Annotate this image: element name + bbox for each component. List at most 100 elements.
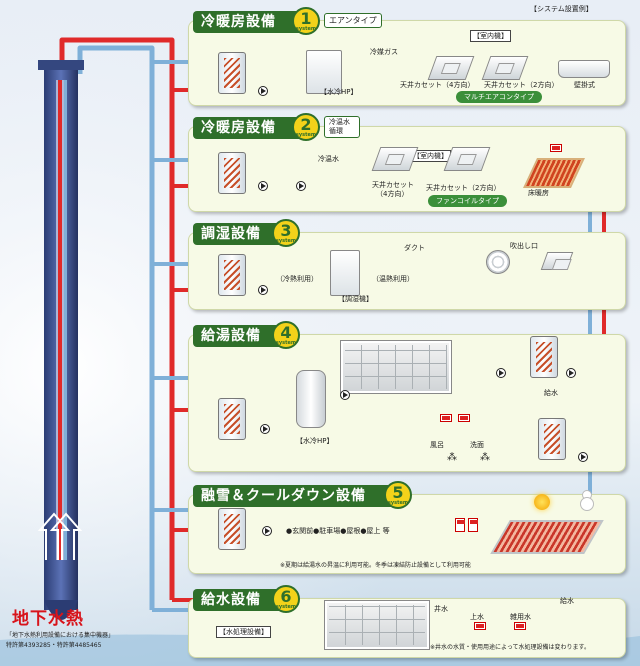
s4-pump-3 bbox=[496, 368, 506, 378]
s6-well-water: 井水 bbox=[434, 605, 448, 613]
snowman-icon bbox=[580, 490, 594, 514]
s4-title: 給湯設備 bbox=[193, 325, 285, 347]
s2-fan-coil: ファンコイルタイプ bbox=[428, 195, 507, 207]
up-arrow-1 bbox=[37, 512, 71, 560]
s6-misc-water: 雑用水 bbox=[510, 613, 531, 621]
s4-supply-water: 給水 bbox=[544, 389, 558, 397]
s4-valve-1 bbox=[440, 414, 452, 422]
panel-system-3 bbox=[188, 232, 626, 310]
s5-valve-1 bbox=[455, 518, 465, 532]
s3-title: 調湿設備 bbox=[193, 223, 285, 245]
s5-number: 5 bbox=[392, 483, 404, 502]
s2-heat-exchanger bbox=[218, 152, 246, 194]
s4-heat-exchanger-3 bbox=[538, 418, 566, 460]
s5-heat-exchanger bbox=[218, 508, 246, 550]
s4-washroom: 洗面 bbox=[470, 441, 484, 449]
s5-targets: ●玄関前●駐車場●屋根●屋上 等 bbox=[286, 527, 390, 535]
s1-indoor-unit: 【室内機】 bbox=[470, 30, 511, 42]
well-flange bbox=[38, 60, 84, 70]
s5-note: ※夏期は給湯水の昇温に利用可能。冬季は凍結防止設備として利用可能 bbox=[280, 562, 471, 569]
s2-ceiling-2way: 天井カセット（2方向） bbox=[426, 184, 501, 192]
groundwater-well bbox=[37, 60, 84, 620]
s1-number: 1 bbox=[300, 9, 312, 28]
s1-badge-sub: system bbox=[295, 26, 317, 32]
s5-valve-2 bbox=[468, 518, 478, 532]
s1-water-hp bbox=[306, 50, 342, 94]
s1-hp-label: 【水冷HP】 bbox=[320, 88, 358, 96]
hot-trunk bbox=[59, 37, 175, 600]
s4-pump-5 bbox=[578, 452, 588, 462]
s1-pump bbox=[258, 86, 268, 96]
s5-title: 融雪＆クールダウン設備 bbox=[193, 485, 397, 507]
sun-icon bbox=[534, 494, 550, 510]
s2-floor-heating: 床暖房 bbox=[528, 189, 549, 197]
s4-bath: 風呂 bbox=[430, 441, 444, 449]
patent-numbers: 特許第4393285・特許第4485465 bbox=[6, 642, 102, 649]
s3-heat-exchanger bbox=[218, 254, 246, 296]
s4-pump-2 bbox=[340, 390, 350, 400]
s4-shower-icon-1: ⁂ bbox=[447, 452, 457, 463]
s2-subtitle: 冷温水循環 bbox=[324, 116, 360, 138]
s6-drinking-water: 上水 bbox=[470, 613, 484, 621]
well-tip bbox=[44, 600, 78, 620]
s2-pump bbox=[258, 181, 268, 191]
s2-valve bbox=[550, 144, 562, 152]
s3-pump bbox=[258, 285, 268, 295]
s6-title: 給水設備 bbox=[193, 589, 285, 611]
s2-ceiling-4way-a: 天井カセット bbox=[372, 181, 414, 189]
s3-cooling-use: （冷熱利用） bbox=[276, 275, 318, 283]
s3-badge-sub: system bbox=[275, 238, 297, 244]
well-inner-red bbox=[58, 80, 62, 560]
s4-pump-4 bbox=[566, 368, 576, 378]
s4-hp-label: 【水冷HP】 bbox=[296, 437, 334, 445]
s5-snowmelt-panel bbox=[490, 520, 604, 554]
s4-water-hp bbox=[296, 370, 326, 428]
up-arrow-2 bbox=[49, 512, 83, 560]
s2-cold-hot-water: 冷温水 bbox=[318, 155, 339, 163]
s1-subtitle: エアンタイプ bbox=[324, 13, 382, 28]
s3-duct: ダクト bbox=[404, 244, 425, 252]
s4-number: 4 bbox=[280, 323, 292, 342]
s1-wall-unit bbox=[558, 60, 610, 78]
s1-heat-exchanger bbox=[218, 52, 246, 94]
s1-wall-mounted: 壁掛式 bbox=[574, 81, 595, 89]
s4-heat-exchanger-2 bbox=[530, 336, 558, 378]
well-inner-blue bbox=[64, 80, 67, 560]
s4-pump bbox=[260, 424, 270, 434]
s2-pump-2 bbox=[296, 181, 306, 191]
s6-number: 6 bbox=[280, 587, 292, 606]
s1-multi-aircon: マルチエアコンタイプ bbox=[456, 91, 542, 103]
s2-number: 2 bbox=[300, 115, 312, 134]
s2-badge-sub: system bbox=[295, 132, 317, 138]
s6-note: ※井水の水質・使用用途によって水処理設備は変わります。 bbox=[430, 644, 590, 651]
patent-label: 「地下水熱利用設備における集中機器」 bbox=[6, 632, 115, 639]
s6-faucet-2 bbox=[514, 622, 526, 630]
s6-supply-water: 給水 bbox=[560, 597, 574, 605]
system-example-label: 【システム設置例】 bbox=[530, 5, 593, 13]
s2-ceiling-4way-b: （4方向） bbox=[376, 190, 409, 198]
s5-pump bbox=[262, 526, 272, 536]
s6-badge-sub: system bbox=[275, 604, 297, 610]
s3-outlet: 吹出し口 bbox=[510, 242, 538, 250]
s4-valve-2 bbox=[458, 414, 470, 422]
s1-ceiling-2way: 天井カセット（2方向） bbox=[484, 81, 559, 89]
s4-heat-exchanger bbox=[218, 398, 246, 440]
s3-diffuser-square bbox=[540, 252, 574, 270]
s4-shower-icon-2: ⁂ bbox=[480, 452, 490, 463]
s4-badge-sub: system bbox=[275, 340, 297, 346]
s6-treatment: 【水処理設備】 bbox=[216, 626, 271, 638]
s3-warm-use: （温熱利用） bbox=[372, 275, 414, 283]
s2-title: 冷暖房設備 bbox=[193, 117, 305, 139]
s1-ceiling-4way: 天井カセット（4方向） bbox=[400, 81, 475, 89]
s3-diffuser-round bbox=[486, 250, 510, 274]
s5-badge-sub: system bbox=[387, 500, 409, 506]
s4-hot-water-tank bbox=[340, 340, 452, 394]
s3-humidity-label: 【調湿機】 bbox=[338, 295, 373, 303]
